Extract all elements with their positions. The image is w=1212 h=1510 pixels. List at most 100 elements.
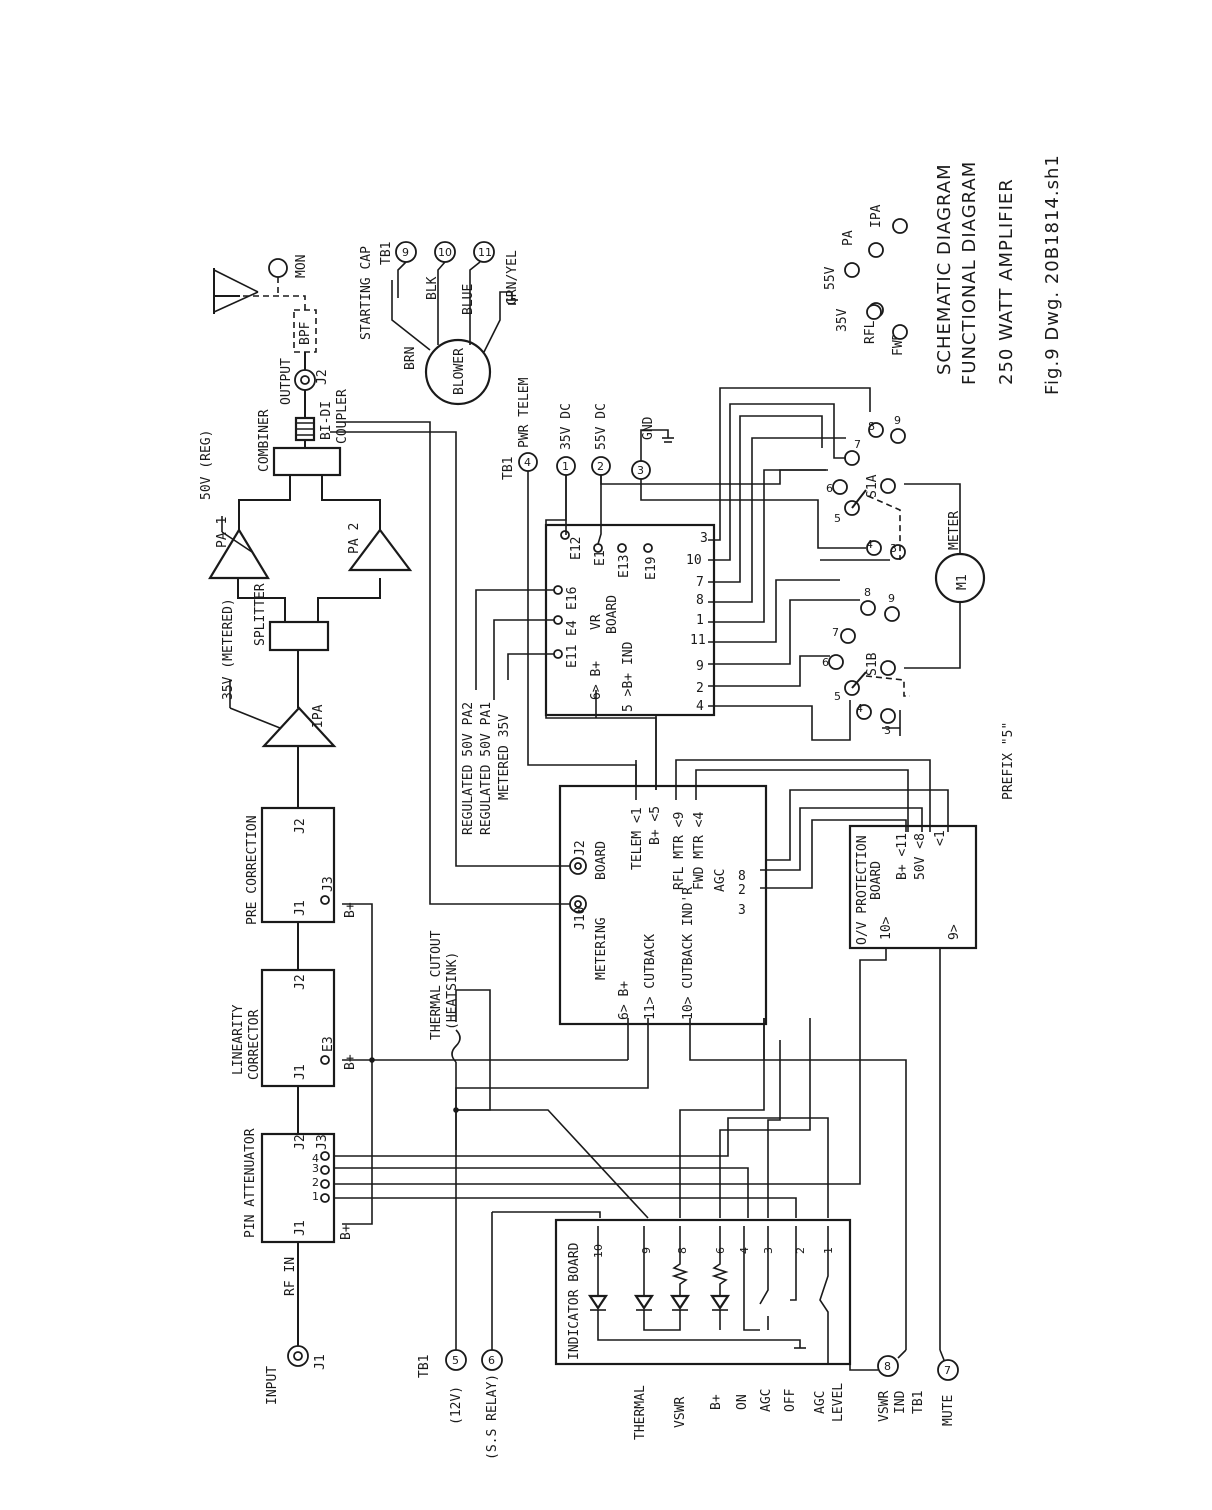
tb1-terminal-8: 8 VSWR IND TB1: [877, 1355, 926, 1422]
pre-correction-block: PRE CORRECTION J1 J2 J3 B+: [245, 806, 358, 925]
ind-label-agc2: AGC: [813, 1391, 828, 1414]
title-line-3: 250 WATT AMPLIFIER: [996, 178, 1017, 385]
metering-telem: TELEM <1: [630, 807, 645, 870]
linearity-bplus: B+: [343, 1054, 358, 1070]
vr-conn-8: 8: [696, 593, 704, 608]
terminal-55v-dc: 2 55V DC: [591, 403, 611, 476]
vr-conn-10: 10: [686, 553, 702, 568]
combiner-block: COMBINER: [257, 409, 342, 477]
s1b-pos-7: 7: [832, 626, 839, 639]
metering-cutback-ind: 10> CUTBACK IND'R: [681, 887, 696, 1020]
metering-label-2: BOARD: [594, 841, 609, 880]
blower-label: BLOWER: [452, 348, 467, 395]
tb1-term-6-label: (S.S RELAY): [485, 1374, 500, 1460]
top-tb1-label: TB1: [501, 457, 516, 480]
ind-label-level: LEVEL: [831, 1383, 846, 1422]
output-jack: OUTPUT J2: [279, 358, 330, 405]
ind-pin-2: 2: [794, 1247, 807, 1254]
legend-35v: 35V: [835, 308, 850, 332]
terminal-1-label: 35V DC: [559, 403, 574, 450]
mon-jack: MON: [268, 255, 309, 296]
s1b-pos-4: 4: [856, 702, 863, 715]
metering-j2: J2: [573, 840, 588, 856]
s1a-pos-3: 3: [890, 542, 897, 555]
ind-label-agc: AGC: [759, 1389, 774, 1412]
meter-m1: M1 METER: [904, 483, 986, 669]
pin-attenuator-label: PIN ATTENUATOR: [243, 1128, 258, 1238]
ov-label-2: BOARD: [869, 861, 884, 900]
s1a-pos-6: 6: [826, 482, 833, 495]
ov-bplus: B+ <11: [895, 833, 910, 880]
s1a-pos-9: 9: [894, 414, 901, 427]
thermal-cutout-label-1: THERMAL CUTOUT: [429, 930, 444, 1040]
vr-conn-4: 4: [696, 699, 704, 714]
indicator-board: INDICATOR BOARD 10 9 8 6 4 3 2 1: [554, 1218, 852, 1366]
vr-label-reg50-pa2: REGULATED 50V PA2: [461, 702, 476, 835]
ind-label-off: OFF: [783, 1388, 798, 1412]
s1b-pos-8: 8: [864, 586, 871, 599]
tb1-term-5-label: (12V): [449, 1386, 464, 1425]
metering-rfl-mtr: RFL MTR <9: [672, 812, 687, 890]
tb1-terminal-9: 9: [395, 241, 417, 263]
tb1-terminal-5: 5 (12V): [445, 1349, 467, 1425]
ov-gnd: <1: [933, 830, 948, 846]
vr-pin-e19: E19: [644, 557, 659, 580]
tb1-term-8-label: VSWR: [877, 1391, 892, 1422]
tb1-term-5-num: 5: [452, 1354, 459, 1367]
linearity-label-1: LINEARITY: [231, 1004, 246, 1075]
terminal-4-num: 4: [524, 456, 531, 469]
pin-att-j1: J1: [293, 1220, 308, 1236]
s1a-pos-4: 4: [866, 538, 873, 551]
tb1-terminal-7: 7 MUTE: [937, 1359, 959, 1426]
metering-bplus5: B+ <5: [648, 806, 663, 845]
vr-conn-9: 9: [696, 659, 704, 674]
ov-50v: 50V <8: [913, 833, 928, 880]
pre-correction-label: PRE CORRECTION: [245, 815, 260, 925]
vr-conn-5-bplus-ind: 5 >B+ IND: [621, 641, 636, 712]
pa2-amplifier: PA 2: [347, 523, 413, 572]
thermal-cutout: THERMAL CUTOUT (HEATSINK): [429, 930, 491, 1111]
pa2-label: PA 2: [347, 523, 362, 554]
blower-wire-blk: BLK: [425, 276, 440, 300]
terminal-3-num: 3: [637, 464, 644, 477]
tb1-term-6-num: 6: [488, 1354, 495, 1367]
ind-label-bplus: B+: [709, 1394, 724, 1410]
vr-conn-7: 7: [696, 575, 704, 590]
ov-9: 9>: [947, 924, 962, 940]
linearity-j1: J1: [293, 1064, 308, 1080]
title-line-4: Fig.9 Dwg. 20B1814.sh1: [1042, 154, 1063, 395]
metering-agc: AGC: [713, 869, 728, 892]
ind-pin-8: 8: [676, 1247, 689, 1254]
metering-agc-8: 8: [738, 869, 746, 884]
ind-label-thermal: THERMAL: [633, 1385, 648, 1440]
bpf-label: BPF: [298, 321, 313, 345]
linearity-corrector-block: LINEARITY CORRECTOR J1 J2 E3 B+: [231, 968, 358, 1088]
ind-label-on: ON: [735, 1394, 750, 1410]
vr-conn-1: 1: [696, 613, 704, 628]
vr-conn-11: 11: [690, 633, 706, 648]
output-label: OUTPUT: [279, 358, 294, 405]
input-j1-label: J1: [313, 1354, 328, 1370]
tb1-term-7-label: MUTE: [941, 1395, 956, 1426]
legend-rfl: RFL: [863, 320, 878, 344]
combiner-label: COMBINER: [257, 409, 272, 472]
coupler-label-2: COUPLER: [335, 389, 350, 444]
pre-corr-j1: J1: [293, 900, 308, 916]
bidi-coupler: BI-DI COUPLER: [294, 389, 350, 444]
ov-10: 10>: [879, 916, 894, 940]
vr-label-reg50-pa1: REGULATED 50V PA1: [479, 702, 494, 835]
ind-pin-9: 9: [640, 1247, 653, 1254]
splitter-label: SPLITTER: [253, 583, 268, 646]
ipa-amplifier: IPA 35V (METERED): [221, 598, 337, 748]
rf-in-label: RF IN: [283, 1257, 298, 1296]
vr-pin-e12: E12: [569, 537, 584, 560]
blower-wire-brn: BRN: [403, 347, 418, 370]
pa1-amplifier: PA 1: [208, 516, 270, 580]
mon-label: MON: [294, 255, 309, 278]
linearity-e3: E3: [321, 1036, 336, 1052]
pin-att-bplus: B+: [339, 1224, 354, 1240]
switch-s1b: 7 8 9 6 5 4 3 S1B: [822, 586, 910, 737]
vr-pin-e16: E16: [565, 587, 580, 610]
s1b-pos-3: 3: [884, 724, 891, 737]
